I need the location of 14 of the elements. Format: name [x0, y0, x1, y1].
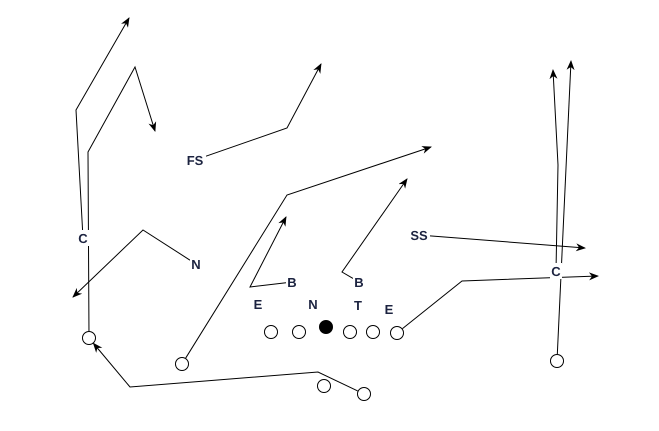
route-arrow — [72, 229, 190, 298]
route-arrow — [249, 216, 286, 288]
route-arrow — [185, 146, 432, 359]
route-arrow — [92, 342, 358, 392]
route-arrow — [76, 17, 130, 230]
position-label: C — [77, 230, 89, 246]
route-arrow — [430, 235, 586, 252]
position-label: C — [550, 263, 562, 279]
route-arrow — [402, 272, 599, 330]
route-arrow — [341, 178, 408, 279]
route-arrow — [88, 66, 156, 332]
route-arrow — [549, 69, 558, 264]
route-arrow — [556, 60, 575, 354]
route-arrow — [206, 63, 322, 157]
